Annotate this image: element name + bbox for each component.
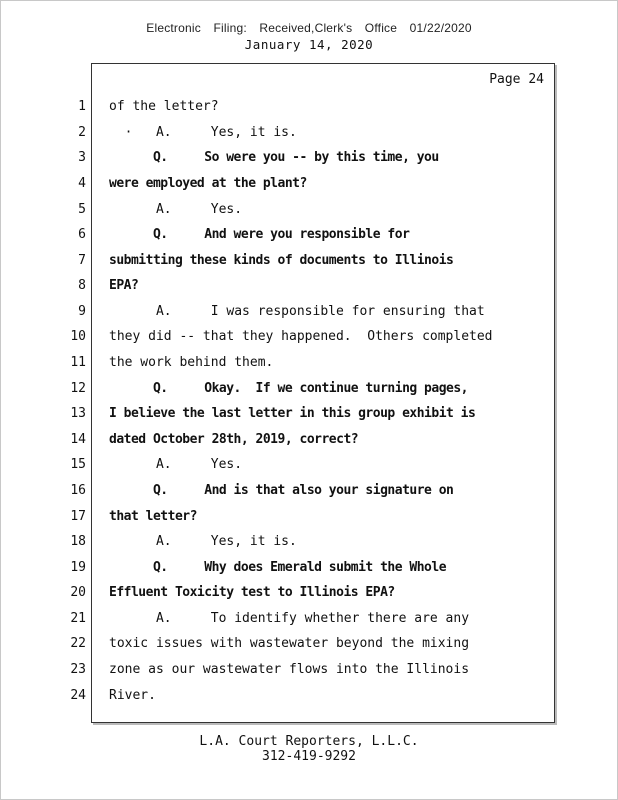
line-text: EPA? [109,278,139,294]
court-reporter-phone: 312-419-9292 [262,749,356,764]
line-text: were employed at the plant? [109,176,307,192]
line-text: Q. Okay. If we continue turning pages, [109,380,469,396]
line-number: 24 [70,687,86,703]
transcript-line: 23 zone as our wastewater flows into the … [1,657,555,683]
line-text: Effluent Toxicity test to Illinois EPA? [109,585,395,601]
line-text: A. Yes. [109,201,243,217]
line-text: dated October 28th, 2019, correct? [109,431,359,447]
transcript-line: 4 were employed at the plant? [1,171,555,197]
transcript-line: 7 submitting these kinds of documents to … [1,247,555,273]
line-number: 6 [78,227,86,243]
transcript-line: 20 Effluent Toxicity test to Illinois EPA… [1,580,555,606]
transcript-line: 3 Q. So were you -- by this time, you [1,145,555,171]
transcript-line: 8 EPA? [1,273,555,299]
transcript-line: 15 A. Yes. [1,452,555,478]
line-text: the work behind them. [109,355,274,371]
line-number: 13 [70,406,86,422]
line-number: 17 [70,508,86,524]
line-number: 18 [70,534,86,550]
line-number: 15 [70,457,86,473]
transcript-line: 19 Q. Why does Emerald submit the Whole [1,554,555,580]
transcript-line: 6 Q. And were you responsible for [1,222,555,248]
line-number: 10 [70,329,86,345]
line-number: 9 [78,303,86,319]
line-text: Q. And were you responsible for [109,227,410,243]
transcript-line: 1 of the letter? [1,94,555,120]
transcript-line: 13 I believe the last letter in this grou… [1,401,555,427]
line-text: River. [109,687,156,703]
line-number: 19 [70,559,86,575]
line-number: 7 [78,252,86,268]
line-text: toxic issues with wastewater beyond the … [109,636,470,652]
line-number: 23 [70,662,86,677]
court-reporter-company: L.A. Court Reporters, L.L.C. [199,734,419,749]
line-number: 4 [78,176,86,192]
line-number: 1 [78,99,86,115]
line-number: 22 [70,636,86,652]
line-number: 8 [78,278,86,294]
line-text: Q. So were you -- by this time, you [109,150,439,166]
line-text: A. Yes. [109,457,243,473]
line-number: 20 [70,585,86,601]
transcript-line: 5 A. Yes. [1,196,555,222]
transcript-line: 17 that letter? [1,503,555,529]
line-number: 16 [70,482,86,498]
line-text: they did -- that they happened. Others c… [109,329,493,345]
line-text: zone as our wastewater flows into the Il… [109,662,470,677]
line-text: A. I was responsible for ensuring that [109,303,485,319]
line-text: of the letter? [109,99,219,115]
transcript-line: 18 A. Yes, it is. [1,529,555,555]
deposition-date: January 14, 2020 [244,37,374,52]
transcript-line: 22 toxic issues with wastewater beyond th… [1,631,555,657]
transcript-line: 2 · A. Yes, it is. [1,120,555,146]
transcript-page-border: Page 24 [91,63,555,723]
line-number: 21 [70,610,86,626]
line-number: 11 [70,355,86,371]
electronic-filing-stamp: Electronic Filing: Received,Clerk's Offi… [146,21,472,35]
page-number-label: Page 24 [489,72,544,87]
line-text: submitting these kinds of documents to I… [109,252,454,268]
line-text: · A. Yes, it is. [109,124,297,140]
line-text: that letter? [109,508,197,524]
line-number: 3 [78,150,86,166]
transcript-line: 11 the work behind them. [1,350,555,376]
transcript-line: 24 River. [1,682,555,708]
transcript-line: 12 Q. Okay. If we continue turning pages… [1,375,555,401]
transcript-line: 9 A. I was responsible for ensuring that [1,299,555,325]
transcript-line: 10 they did -- that they happened. Others… [1,324,555,350]
line-text: Q. Why does Emerald submit the Whole [109,559,447,575]
transcript-line: 14 dated October 28th, 2019, correct? [1,427,555,453]
line-text: I believe the last letter in this group … [109,406,476,422]
transcript-line: 16 Q. And is that also your signature on [1,478,555,504]
line-number: 12 [70,380,86,396]
line-text: A. Yes, it is. [109,534,297,550]
line-number: 2 [78,124,86,140]
transcript-line: 21 A. To identify whether there are any [1,606,555,632]
line-number: 5 [78,201,86,217]
line-text: Q. And is that also your signature on [109,482,454,498]
line-number: 14 [70,431,86,447]
line-text: A. To identify whether there are any [109,610,470,626]
